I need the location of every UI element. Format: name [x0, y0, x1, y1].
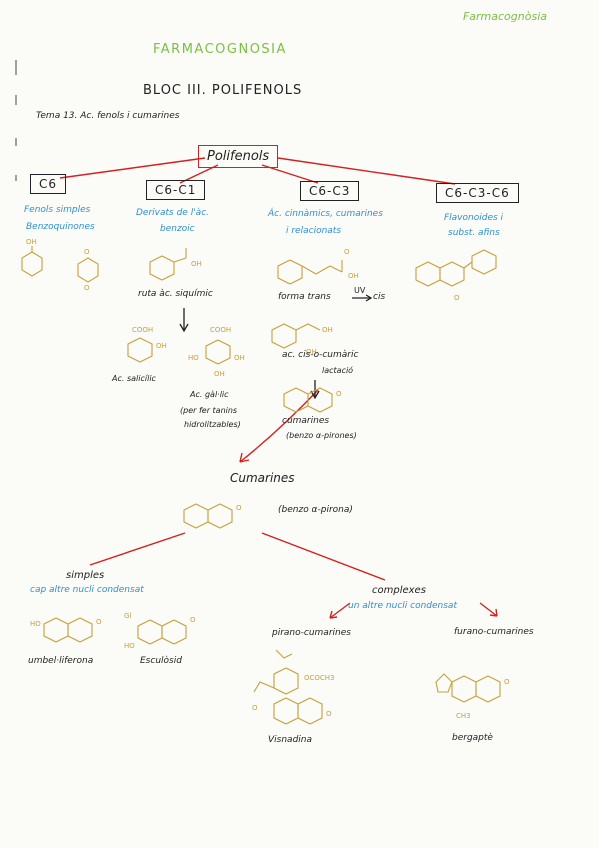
svg-text:OH: OH	[234, 354, 245, 362]
group-desc-c6-line1: Fenols simples	[24, 205, 91, 215]
trans-label: forma trans	[278, 292, 331, 302]
coumarins-label: cumarines	[282, 416, 330, 426]
svg-text:Gl: Gl	[124, 612, 131, 620]
group-desc-c6c3c6-line1: Flavonoides i	[444, 213, 504, 223]
pyrano-label: pirano-cumarines	[272, 628, 351, 638]
root-node: Polifenols	[198, 145, 279, 168]
svg-text:HO: HO	[188, 354, 199, 362]
svg-text:HO: HO	[124, 642, 135, 650]
uv-label: UV	[354, 286, 366, 295]
complexes-label: complexes	[372, 585, 426, 596]
svg-text:OH: OH	[26, 238, 37, 246]
svg-text:OH: OH	[214, 370, 225, 378]
topic-title: Tema 13. Ac. fenols i cumarines	[36, 111, 180, 121]
svg-text:O: O	[236, 504, 242, 512]
bergapten-label: bergaptè	[452, 733, 493, 743]
gallic-label: Ac. gàl·lic	[190, 390, 229, 399]
svg-text:O: O	[190, 616, 196, 624]
coumarin-structure-small: O	[283, 387, 342, 413]
group-box-c6c3c6: C6-C3-C6	[436, 183, 519, 203]
complexes-desc: un altre nucli condensat	[348, 601, 457, 611]
visnadine-structure: OCOCH3 O O	[252, 649, 335, 725]
group-box-c6c3: C6-C3	[300, 181, 360, 201]
furano-label: furano-cumarines	[454, 627, 534, 637]
svg-text:CH3: CH3	[456, 712, 471, 720]
corner-label: Farmacognòsia	[462, 10, 547, 23]
coumaric-label: ac. cis-o-cumàric	[282, 350, 359, 360]
svg-text:OH: OH	[306, 348, 317, 356]
bergapten-structure: O CH3	[435, 673, 510, 720]
svg-text:O: O	[326, 710, 332, 718]
svg-text:O: O	[344, 248, 350, 256]
svg-text:COOH: COOH	[210, 326, 231, 334]
svg-text:OH: OH	[191, 260, 202, 268]
simples-desc: cap altre nucli condensat	[30, 585, 144, 595]
simples-label: simples	[66, 570, 105, 581]
gallic-note-line2: hidrolitzables)	[184, 420, 241, 429]
svg-text:OH: OH	[322, 326, 333, 334]
coumarin-structure-main: O	[183, 503, 242, 529]
gallic-note-line1: (per fer tanins	[180, 406, 238, 415]
simple-compound-2: Esculòsid	[140, 656, 182, 666]
simple-compound-1: umbel·liferona	[28, 656, 94, 666]
page-title: FARMACOGNOSIA	[153, 42, 287, 57]
group-box-c6c1: C6-C1	[146, 180, 206, 200]
coumarin-formula-note: (benzo α-pirona)	[278, 505, 353, 515]
svg-text:O: O	[84, 248, 90, 256]
umbelliferone-structure: HO O	[30, 617, 102, 643]
gallic-acid-structure: COOH OH HO OH	[188, 326, 245, 378]
block-title: BLOC III. POLIFENOLS	[143, 83, 303, 98]
coumarins-note: (benzo α-pirones)	[286, 431, 357, 440]
group-desc-c6c3c6-line2: subst. afins	[448, 228, 500, 238]
svg-text:O: O	[336, 390, 342, 398]
svg-text:O: O	[84, 284, 90, 292]
phenol-structure: OH O O	[21, 238, 99, 292]
lactonization-label: lactació	[322, 366, 354, 375]
cis-coumaric-structure: OH OH	[271, 323, 333, 356]
salicylic-acid-structure: COOH OH	[127, 326, 167, 363]
group-desc-c6-line2: Benzoquinones	[26, 222, 95, 232]
svg-text:O: O	[454, 294, 460, 302]
svg-text:HO: HO	[30, 620, 41, 628]
salicylic-label: Ac. salicílic	[112, 374, 156, 383]
flavonoid-structure: O	[415, 249, 497, 302]
group-desc-c6c3-line1: Ác. cinnàmics, cumarines	[268, 209, 383, 219]
group-box-c6: C6	[30, 174, 67, 194]
svg-text:OH: OH	[156, 342, 167, 350]
svg-text:O: O	[96, 618, 102, 626]
svg-text:OCOCH3: OCOCH3	[304, 674, 335, 682]
esculoside-structure: Gl HO O	[124, 612, 196, 650]
cumarines-title: Cumarines	[230, 471, 295, 485]
svg-text:COOH: COOH	[132, 326, 153, 334]
cis-label: cis	[373, 292, 386, 302]
svg-text:O: O	[504, 678, 510, 686]
svg-text:OH: OH	[348, 272, 359, 280]
group-desc-c6c1-line1: Derivats de l'àc.	[136, 208, 209, 218]
group-desc-c6c1-line2: benzoic	[160, 224, 195, 234]
cinnamic-acid-structure: O OH	[277, 248, 359, 285]
route-label: ruta àc. siquímic	[138, 289, 213, 299]
svg-text:O: O	[252, 704, 258, 712]
benzoic-acid-structure: OH	[149, 248, 202, 281]
group-desc-c6c3-line2: i relacionats	[286, 226, 342, 236]
visnadine-label: Visnadina	[268, 735, 312, 745]
